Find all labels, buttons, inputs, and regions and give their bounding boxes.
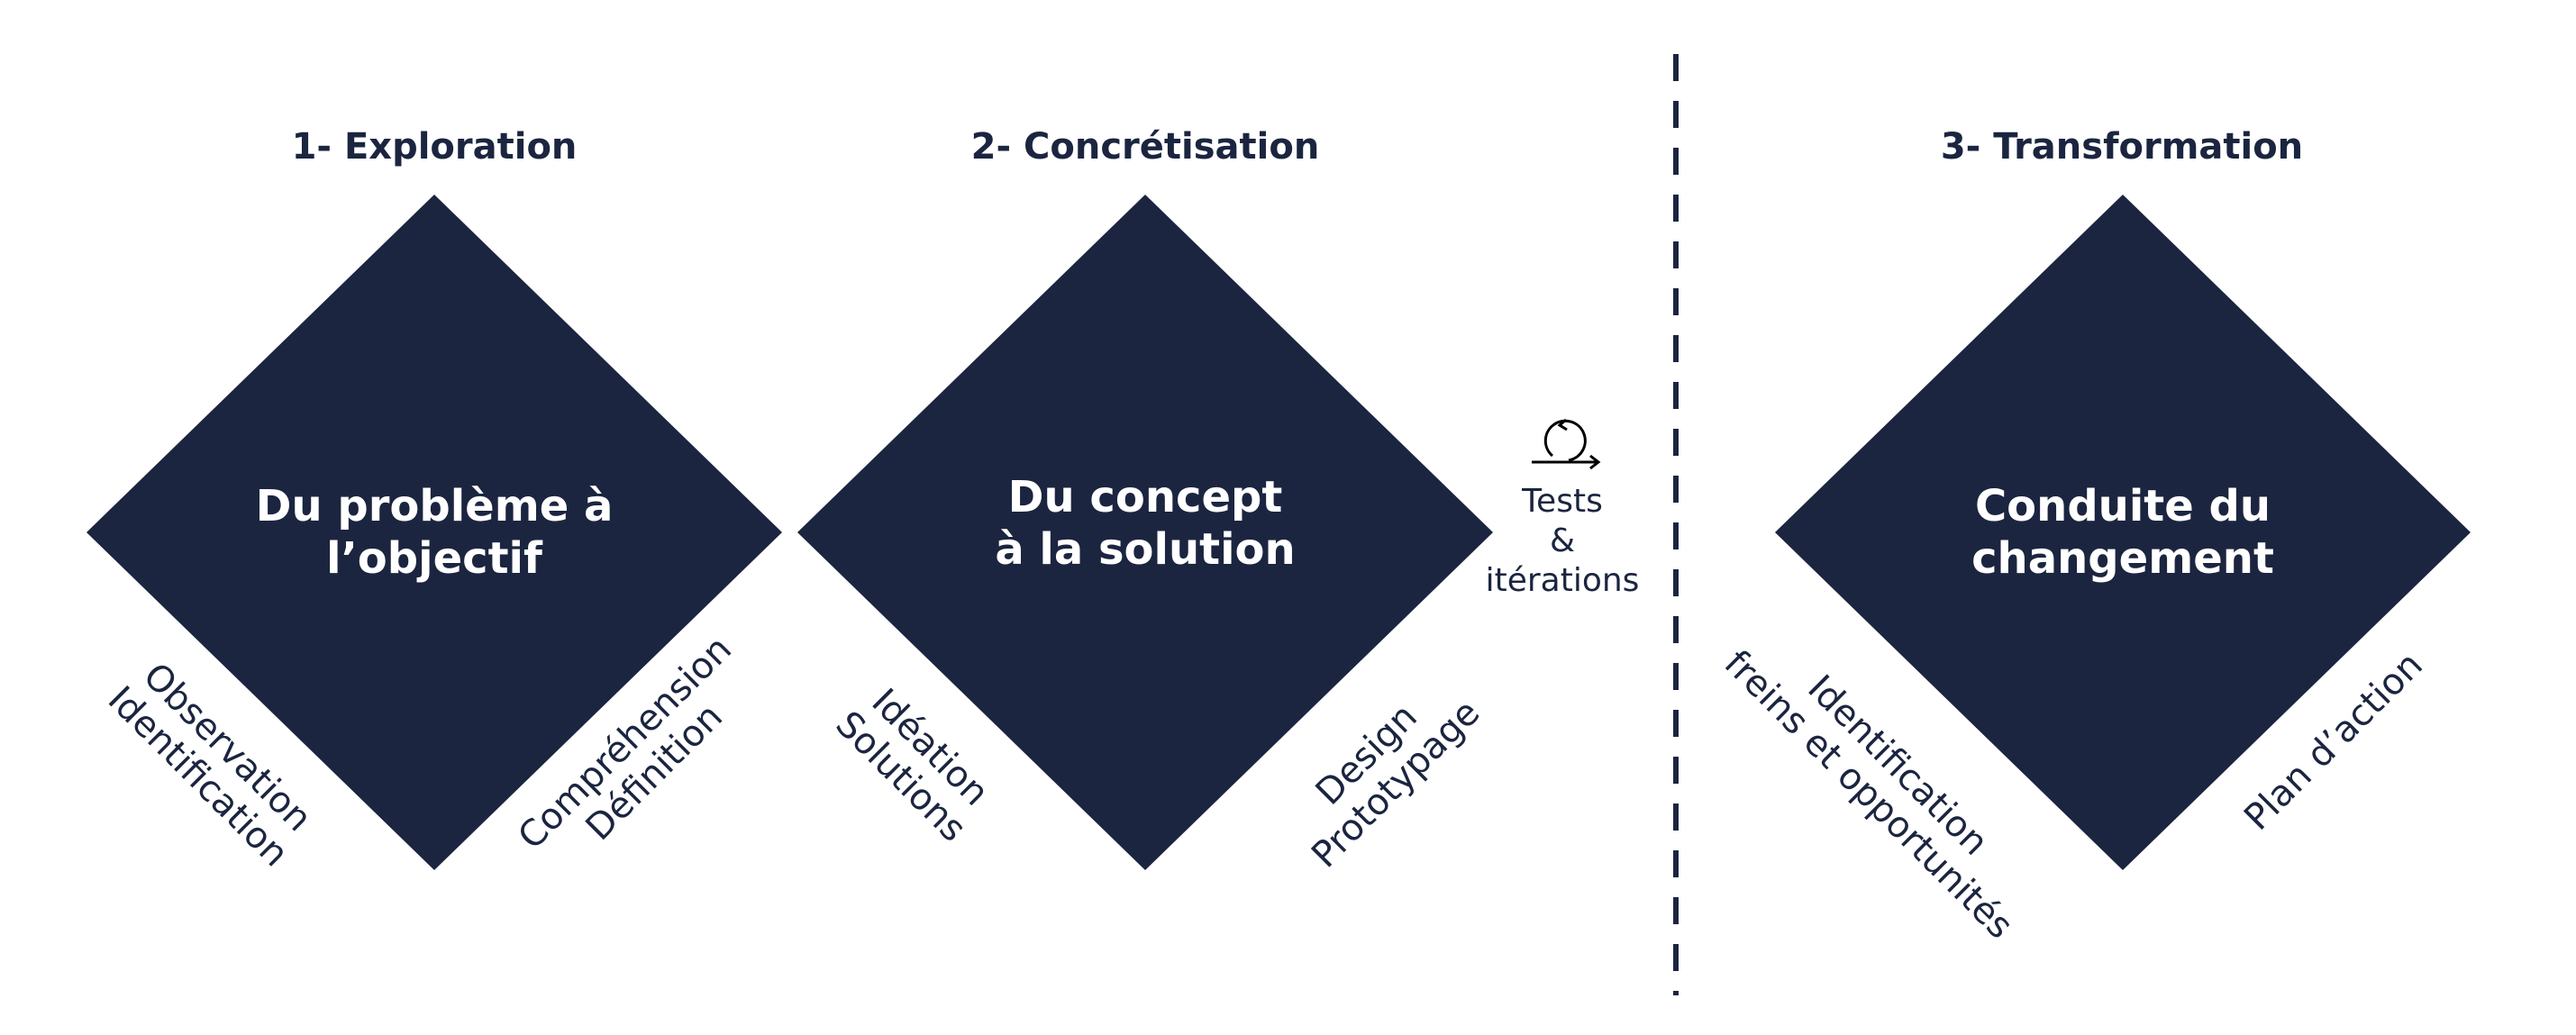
dashed-divider xyxy=(1673,54,1679,995)
phase-1-diamond: Du problème à l’objectif xyxy=(86,195,782,870)
center-line: à la solution xyxy=(995,524,1296,575)
diamond-shape xyxy=(797,195,1493,870)
center-line: Du concept xyxy=(1007,472,1283,522)
iteration-loop-icon xyxy=(1532,418,1601,470)
diamond-shape xyxy=(86,195,782,870)
center-line: changement xyxy=(1971,533,2274,584)
diamond-shape xyxy=(1775,195,2471,870)
center-line: Conduite du xyxy=(1974,481,2271,531)
phase-1-center-text: Du problème à l’objectif xyxy=(86,195,782,870)
phase-3-center-text: Conduite du changement xyxy=(1775,195,2471,870)
iteration-line: itérations xyxy=(1485,562,1640,599)
phase-1-title: 1- Exploration xyxy=(291,126,578,168)
center-line: l’objectif xyxy=(326,533,542,584)
iteration-line: Tests xyxy=(1522,483,1603,520)
phase-3-title: 3- Transformation xyxy=(1940,126,2304,168)
phase-2-diamond: Du concept à la solution xyxy=(797,195,1493,870)
iteration-line: & xyxy=(1549,522,1576,559)
phase-2-title: 2- Concrétisation xyxy=(970,126,1320,168)
center-line: Du problème à xyxy=(255,481,614,531)
phase-3-diamond: Conduite du changement xyxy=(1775,195,2471,870)
tests-iterations-label: Tests & itérations xyxy=(1472,482,1652,601)
phase-2-center-text: Du concept à la solution xyxy=(797,186,1493,861)
